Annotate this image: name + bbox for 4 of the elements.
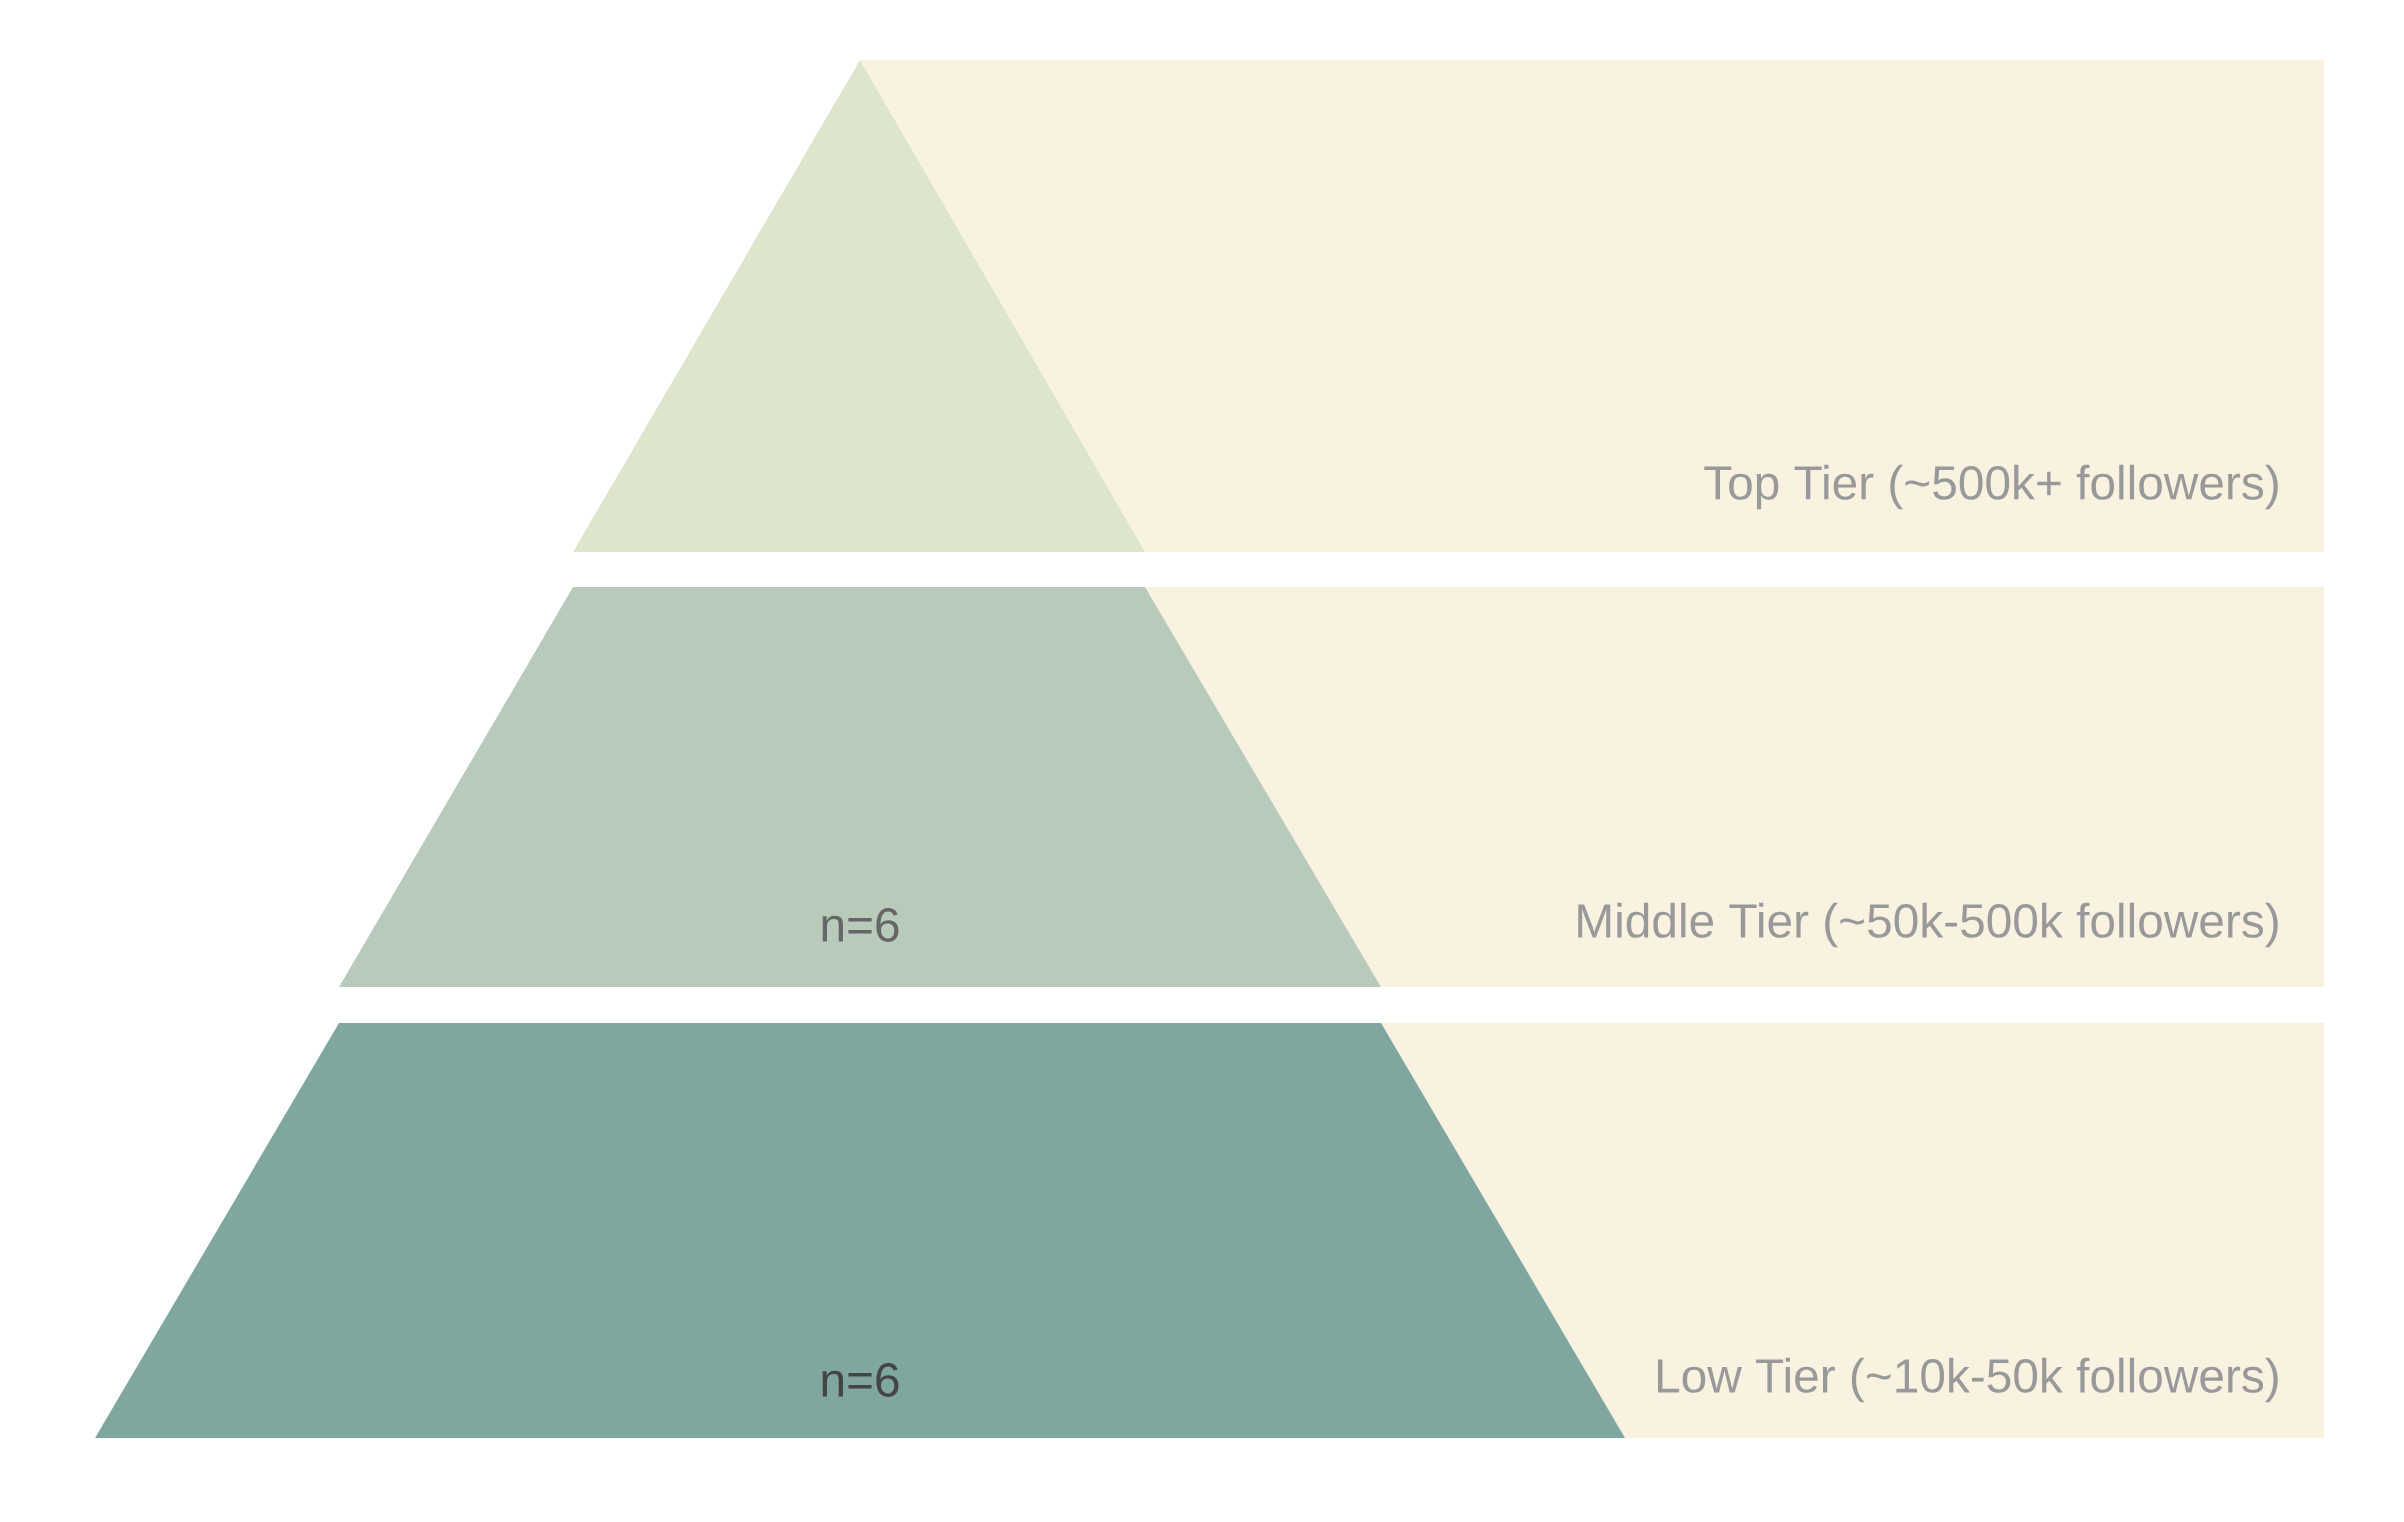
tier-band: Middle Tier (~50k-500k followers) [1145, 587, 2324, 987]
pyramid-segment: n=6 [95, 1023, 1625, 1438]
pyramid-segment: n=6 [339, 587, 1381, 987]
tier-band: Low Tier (~10k-50k followers) [1381, 1023, 2324, 1438]
